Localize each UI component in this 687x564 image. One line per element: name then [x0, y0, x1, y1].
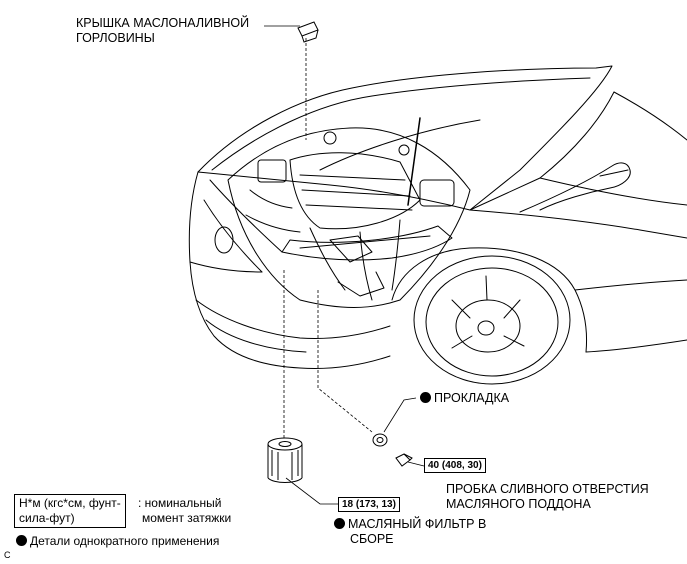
wheel-arch	[391, 247, 588, 353]
corner-mark: C	[4, 550, 11, 560]
headlight	[281, 225, 453, 261]
front-bumper	[188, 171, 391, 369]
oil-filter-label-line1: МАСЛЯНЫЙ ФИЛЬТР В	[334, 517, 486, 532]
drain-plug-torque-box: 40 (408, 30)	[424, 458, 486, 473]
oil-filter-label-line2: СБОРЕ	[350, 532, 394, 546]
single-use-dot-icon	[334, 518, 345, 529]
legend-single-use-text: Детали однократного применения	[30, 534, 220, 548]
gasket-label: ПРОКЛАДКА	[420, 391, 509, 406]
legend-unit-line1: Н*м (кгс*см, фунт-	[19, 496, 121, 510]
drain-plug-part	[395, 453, 413, 467]
drain-plug-label-line1: ПРОБКА СЛИВНОГО ОТВЕРСТИЯ	[446, 482, 649, 496]
open-hood	[197, 65, 613, 211]
emblem	[214, 226, 234, 254]
legend-unit-box: Н*м (кгс*см, фунт- сила-фут)	[14, 494, 126, 528]
oil-filter-label-text: МАСЛЯНЫЙ ФИЛЬТР В	[348, 517, 487, 531]
single-use-dot-icon	[16, 535, 27, 546]
oil-filter-torque-box: 18 (173, 13)	[338, 497, 400, 512]
drain-leader	[317, 290, 373, 433]
legend-unit-line2: сила-фут)	[19, 511, 75, 525]
oil-filler-cap-label-line2: ГОРЛОВИНЫ	[76, 31, 155, 45]
engine-bay	[227, 127, 471, 308]
gasket-part	[372, 433, 388, 447]
single-use-dot-icon	[420, 392, 431, 403]
oil-filler-cap-part	[297, 21, 319, 43]
legend-unit-desc-line2: момент затяжки	[142, 511, 232, 525]
windshield	[469, 91, 615, 211]
front-wheel	[413, 255, 571, 385]
gasket-label-text: ПРОКЛАДКА	[434, 391, 510, 405]
drain-plug-label-line2: МАСЛЯНОГО ПОДДОНА	[446, 497, 591, 511]
legend-single-use: Детали однократного применения	[16, 534, 219, 549]
oil-filler-cap-label-line1: КРЫШКА МАСЛОНАЛИВНОЙ	[76, 16, 250, 30]
oil-filter-part	[267, 437, 303, 483]
legend-unit-desc-line1: : номинальный	[138, 496, 222, 510]
